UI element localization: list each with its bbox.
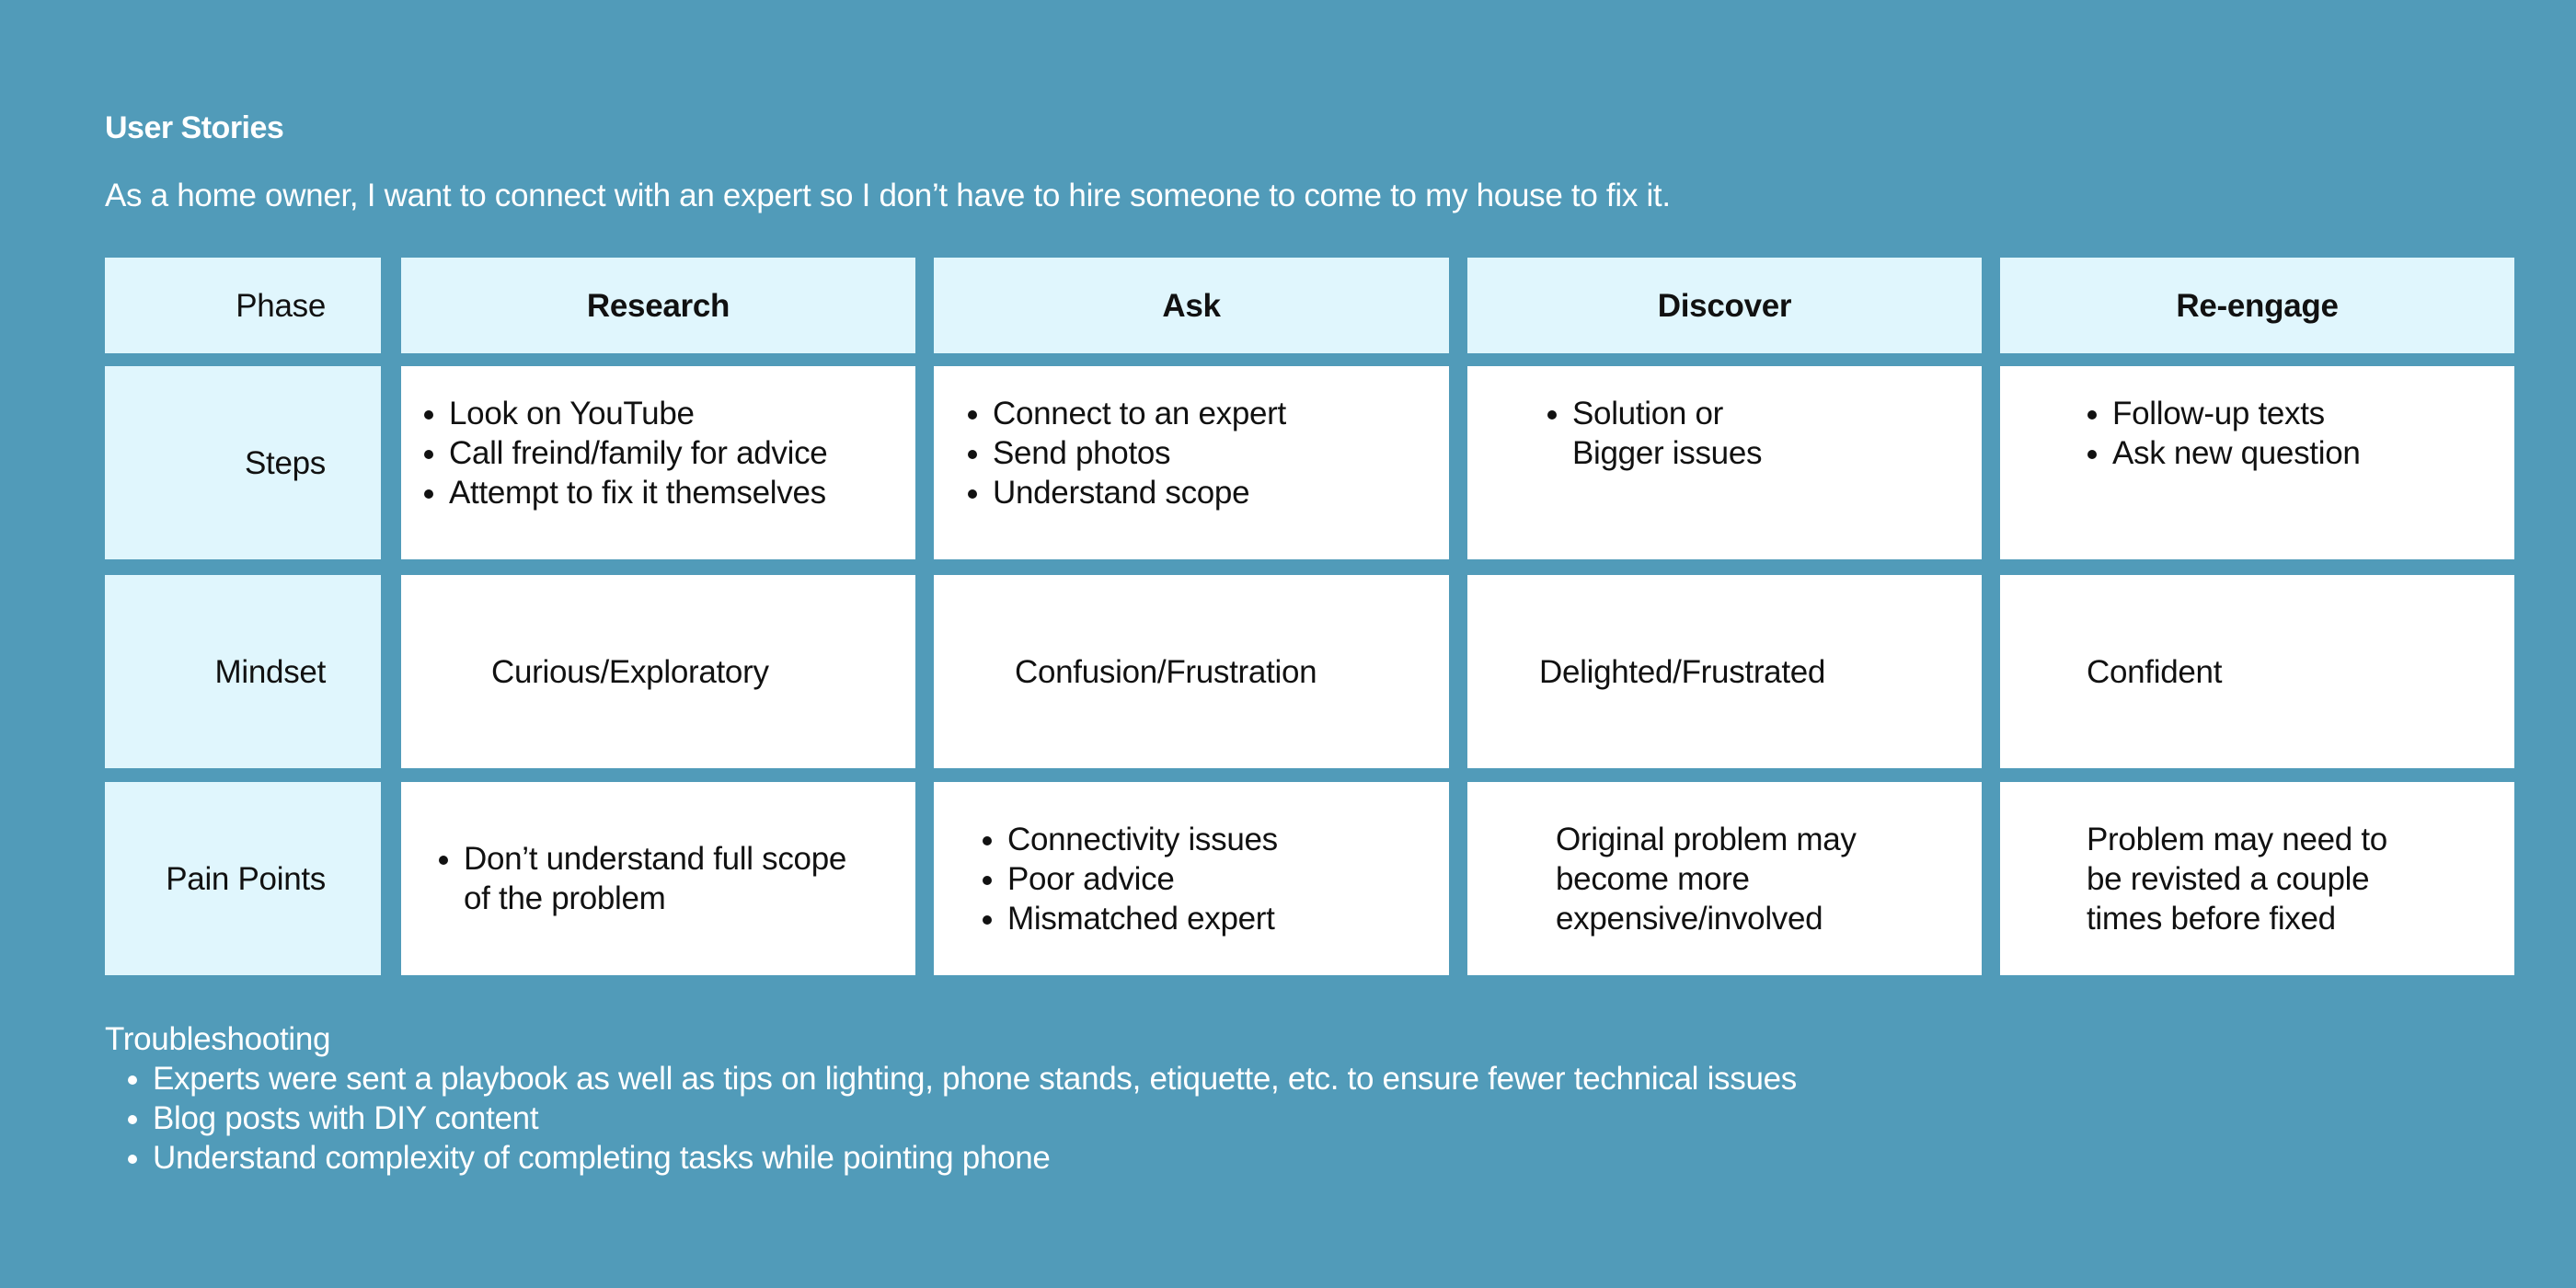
phase-research: Research <box>401 258 915 353</box>
row-label-mindset: Mindset <box>105 575 381 768</box>
phase-reengage: Re-engage <box>2000 258 2514 353</box>
phase-ask: Ask <box>934 258 1449 353</box>
row-label-steps: Steps <box>105 366 381 559</box>
list-item: Don’t understand full scope of the probl… <box>464 839 879 918</box>
row-label-phase: Phase <box>105 258 381 353</box>
phase-discover: Discover <box>1467 258 1982 353</box>
pain-discover: Original problem may become more expensi… <box>1467 782 1982 975</box>
list-item: Look on YouTube <box>449 394 827 433</box>
list-item: Solution or Bigger issues <box>1572 394 1763 473</box>
mindset-research: Curious/Exploratory <box>401 575 915 768</box>
troubleshooting-section: Troubleshooting Experts were sent a play… <box>105 1019 1797 1178</box>
mindset-discover: Delighted/Frustrated <box>1467 575 1982 768</box>
list-item: Experts were sent a playbook as well as … <box>153 1059 1797 1098</box>
steps-discover: Solution or Bigger issues <box>1467 366 1982 559</box>
list-item: Understand complexity of completing task… <box>153 1138 1797 1178</box>
pain-research: Don’t understand full scope of the probl… <box>401 782 915 975</box>
list-item: Ask new question <box>2112 433 2361 473</box>
list-item: Mismatched expert <box>1007 899 1278 938</box>
row-label-pain-points: Pain Points <box>105 782 381 975</box>
list-item: Connect to an expert <box>993 394 1286 433</box>
mindset-ask: Confusion/Frustration <box>934 575 1449 768</box>
steps-reengage: Follow-up textsAsk new question <box>2000 366 2514 559</box>
list-item: Blog posts with DIY content <box>153 1098 1797 1138</box>
list-item: Poor advice <box>1007 859 1278 899</box>
pain-reengage: Problem may need to be revisted a couple… <box>2000 782 2514 975</box>
list-item: Follow-up texts <box>2112 394 2361 433</box>
list-item: Attempt to fix it themselves <box>449 473 827 512</box>
mindset-reengage: Confident <box>2000 575 2514 768</box>
user-story: As a home owner, I want to connect with … <box>105 178 1671 213</box>
steps-ask: Connect to an expertSend photosUnderstan… <box>934 366 1449 559</box>
troubleshooting-heading: Troubleshooting <box>105 1021 331 1057</box>
list-item: Send photos <box>993 433 1286 473</box>
list-item: Connectivity issues <box>1007 820 1278 859</box>
list-item: Understand scope <box>993 473 1286 512</box>
pain-ask: Connectivity issuesPoor adviceMismatched… <box>934 782 1449 975</box>
page-title: User Stories <box>105 110 284 145</box>
list-item: Call freind/family for advice <box>449 433 828 473</box>
steps-research: Look on YouTubeCall freind/family for ad… <box>401 366 915 559</box>
